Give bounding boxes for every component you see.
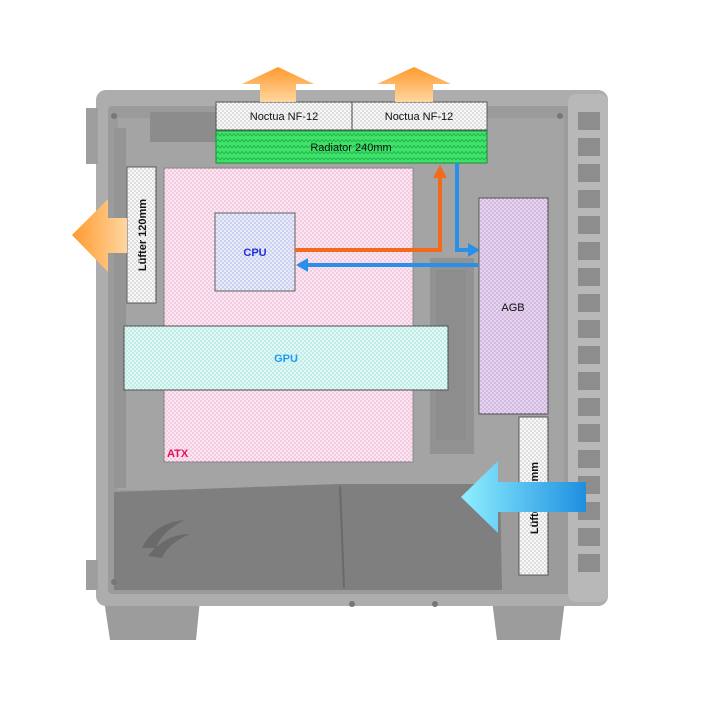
top-fan-left [215, 101, 353, 131]
cpu-label: CPU [243, 247, 266, 259]
motherboard: ATX [163, 167, 414, 463]
front-vent-slot [578, 190, 600, 208]
motherboard-label: ATX [167, 448, 189, 460]
pipe-hot-arrowhead [433, 165, 447, 178]
front-vent-slot [578, 112, 600, 130]
case-foot-right [492, 600, 565, 640]
front-vent-slot [578, 398, 600, 416]
top-fan-right-label: Noctua NF-12 [385, 111, 453, 123]
front-vent-slot [578, 164, 600, 182]
front-vent-slot [578, 372, 600, 390]
pipe-radiator-to-reservoir [455, 163, 470, 252]
top-fans: Noctua NF-12 Noctua NF-12 [215, 101, 488, 131]
intake-arrow-front [461, 461, 586, 533]
radiator: Radiator 240mm [215, 130, 488, 164]
front-vent-slot [578, 450, 600, 468]
exhaust-arrow-top-right [377, 67, 451, 102]
rear-fan: Lüfter 120mm [126, 166, 157, 304]
case-foot-left [104, 600, 200, 640]
exhaust-arrow-top-left [242, 67, 314, 102]
coolant-loop [295, 163, 480, 272]
front-vent-slot [578, 294, 600, 312]
front-vent-slot [578, 216, 600, 234]
top-fan-left-label: Noctua NF-12 [250, 111, 318, 123]
front-vent-slot [578, 320, 600, 338]
front-vent-slot [578, 424, 600, 442]
psu-shroud [114, 484, 502, 590]
front-vent-slot [578, 346, 600, 364]
front-vent-slot [578, 268, 600, 286]
top-fan-right [351, 101, 488, 131]
front-vent-slot [578, 138, 600, 156]
pipe-cpu-to-radiator [295, 176, 442, 252]
front-vent-slot [578, 554, 600, 572]
rear-fan-label: Lüfter 120mm [137, 199, 149, 271]
cpu-block: CPU [214, 212, 296, 292]
reservoir-label: AGB [501, 302, 524, 314]
gpu-label: GPU [274, 353, 298, 365]
pipe-cold-arrowhead-2 [296, 258, 308, 272]
reservoir: AGB [478, 197, 549, 415]
pipe-cold-arrowhead-1 [468, 243, 480, 257]
front-vent-slot [578, 528, 600, 546]
exhaust-arrow-rear [72, 199, 127, 272]
corsair-logo-icon [142, 520, 190, 558]
front-vent-slot [578, 242, 600, 260]
radiator-label: Radiator 240mm [310, 142, 391, 154]
gpu: GPU [123, 325, 449, 391]
front-vent-slots [578, 112, 600, 572]
